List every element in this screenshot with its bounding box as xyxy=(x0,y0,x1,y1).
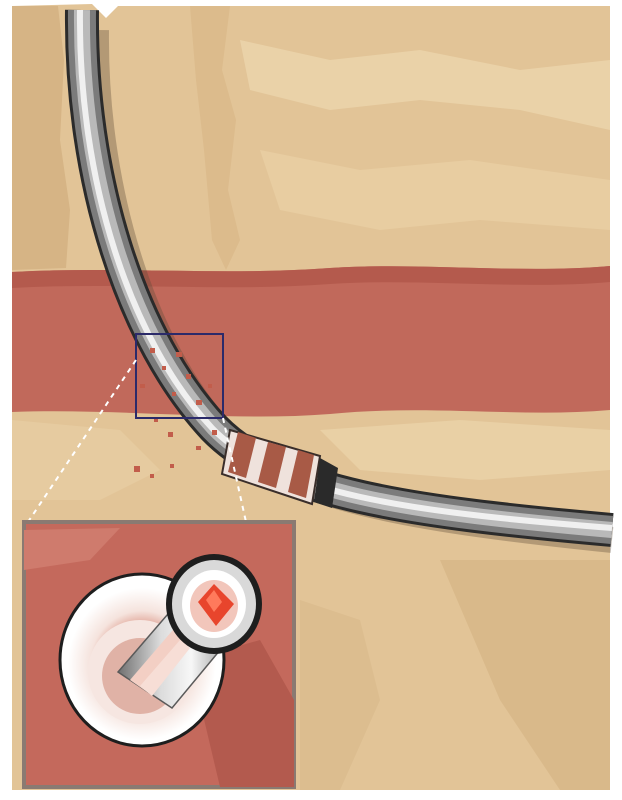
shale-band xyxy=(12,266,610,417)
cross-section-inset xyxy=(24,522,294,787)
